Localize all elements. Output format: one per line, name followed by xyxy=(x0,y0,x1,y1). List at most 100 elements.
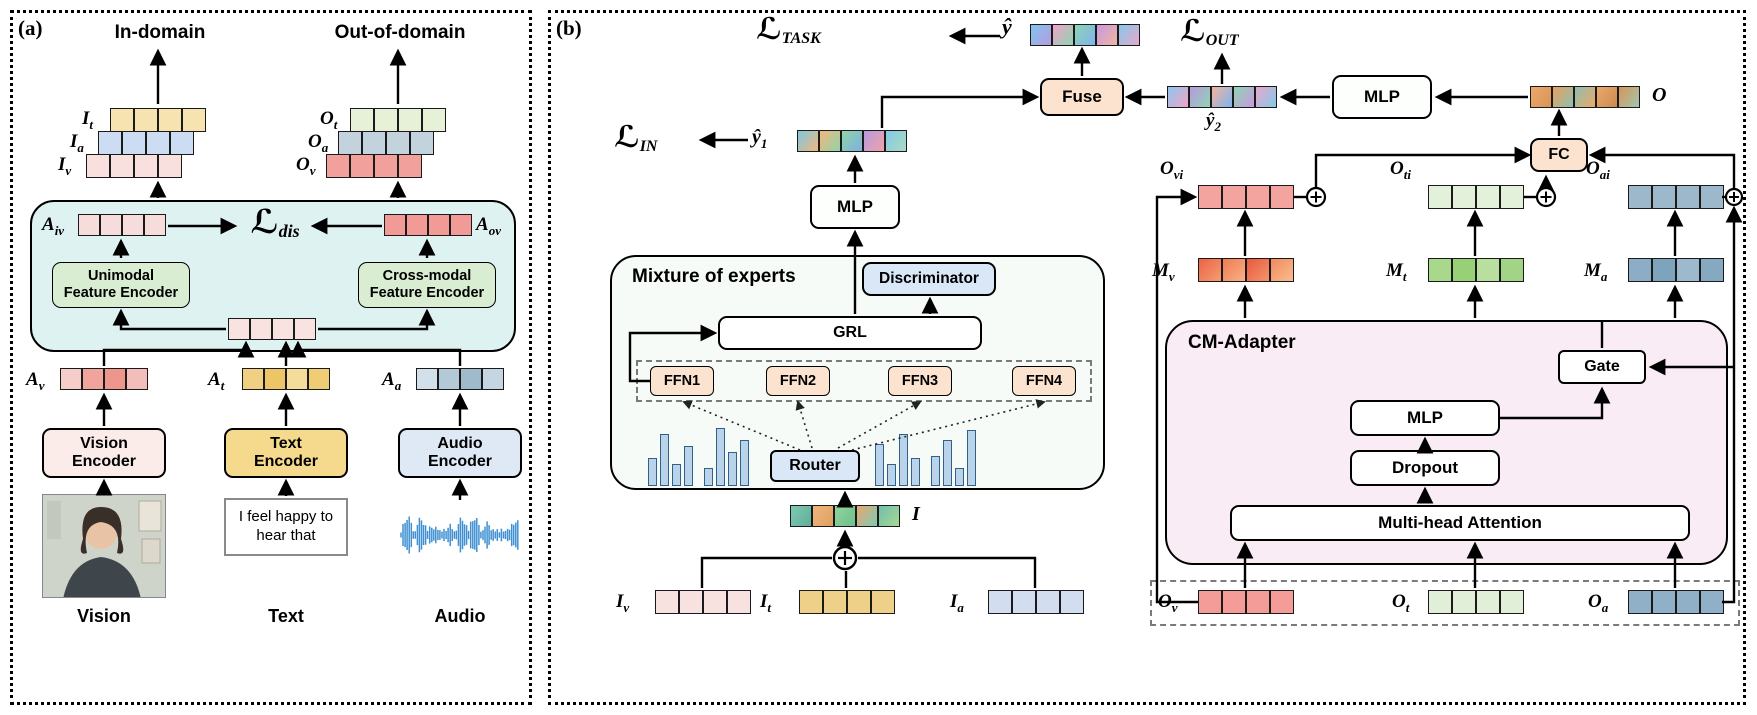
token-cell xyxy=(460,368,482,390)
discriminator-box: Discriminator xyxy=(862,262,996,296)
token-cell xyxy=(338,131,362,155)
token-cell xyxy=(655,590,679,614)
token-row-Ia xyxy=(98,131,194,155)
token-cell xyxy=(1118,24,1140,46)
ffn4-box: FFN4 xyxy=(1012,366,1076,396)
token-cell xyxy=(1452,590,1476,614)
unimodal-line1: Unimodal xyxy=(87,268,155,285)
panel-a-tag: (a) xyxy=(18,16,43,40)
token-cell xyxy=(1233,86,1255,108)
yhat1-label: ŷ1 xyxy=(752,126,768,151)
token-cell xyxy=(1246,185,1270,209)
row-label-Ot-b: Ot xyxy=(1392,591,1410,615)
audio-encoder-line1: Audio xyxy=(437,434,483,452)
ffn1-label: FFN1 xyxy=(663,372,701,389)
token-cell xyxy=(1500,258,1524,282)
row-label-Aov: Aov xyxy=(476,214,501,238)
token-row-Iv-b xyxy=(655,590,751,614)
token-cell xyxy=(1222,185,1246,209)
histogram-bar xyxy=(931,456,940,486)
row-label-Oti: Oti xyxy=(1390,158,1411,182)
audio-waveform-art xyxy=(400,516,519,554)
histogram-bar xyxy=(648,458,657,486)
token-cell xyxy=(1500,185,1524,209)
token-cell xyxy=(350,154,374,178)
router-label: Router xyxy=(789,456,841,474)
token-cell xyxy=(1012,590,1036,614)
token-cell xyxy=(812,505,834,527)
token-cell xyxy=(104,368,126,390)
audio-encoder-line2: Encoder xyxy=(427,453,492,470)
text-sample-box: I feel happy to hear that xyxy=(224,498,348,556)
yhat2-label: ŷ2 xyxy=(1206,110,1221,134)
histogram-1 xyxy=(648,420,693,486)
row-label-Ia: Ia xyxy=(70,131,84,155)
vision-sample-art xyxy=(43,495,165,597)
vision-encoder-line2: Encoder xyxy=(71,453,136,470)
token-row-Oa xyxy=(338,131,434,155)
row-label-Ot: Ot xyxy=(320,108,338,132)
token-cell xyxy=(834,505,856,527)
token-cell xyxy=(1030,24,1052,46)
histogram-bar xyxy=(911,458,920,486)
moe-title: Mixture of experts xyxy=(632,266,796,287)
token-cell xyxy=(170,131,194,155)
discriminator-label: Discriminator xyxy=(879,270,979,288)
token-row-Iv xyxy=(86,154,182,178)
token-cell xyxy=(1222,258,1246,282)
audio-encoder: Audio Encoder xyxy=(398,428,522,478)
token-cell xyxy=(272,318,294,340)
token-cell xyxy=(228,318,250,340)
token-cell xyxy=(1246,590,1270,614)
audio-label: Audio xyxy=(434,606,486,626)
histogram-bar xyxy=(716,428,725,486)
token-cell xyxy=(100,214,122,236)
token-cell xyxy=(799,590,823,614)
grl-label: GRL xyxy=(833,323,867,341)
token-cell xyxy=(1596,86,1618,108)
token-cell xyxy=(885,130,907,152)
mlp-top-label: MLP xyxy=(1364,87,1400,107)
token-cell xyxy=(1628,185,1652,209)
token-cell xyxy=(374,154,398,178)
token-row-Mv xyxy=(1198,258,1294,282)
token-cell xyxy=(1530,86,1552,108)
token-cell xyxy=(703,590,727,614)
token-row-yhat xyxy=(1030,24,1140,46)
token-cell xyxy=(1700,258,1724,282)
token-cell xyxy=(294,318,316,340)
ffn3-box: FFN3 xyxy=(888,366,952,396)
token-cell xyxy=(242,368,264,390)
token-cell xyxy=(797,130,819,152)
token-cell xyxy=(1270,590,1294,614)
cm-mlp-label: MLP xyxy=(1407,408,1443,428)
token-cell xyxy=(1198,590,1222,614)
token-cell xyxy=(1452,185,1476,209)
cm-mlp-box: MLP xyxy=(1350,400,1500,436)
token-cell xyxy=(146,131,170,155)
token-cell xyxy=(856,505,878,527)
token-cell xyxy=(422,108,446,132)
histogram-bar xyxy=(740,440,749,486)
token-row-It xyxy=(110,108,206,132)
unimodal-feature-encoder: Unimodal Feature Encoder xyxy=(52,262,190,308)
row-label-Ov: Ov xyxy=(296,154,316,178)
token-row-Ot xyxy=(350,108,446,132)
mlp-mid-label: MLP xyxy=(837,197,873,217)
mha-box: Multi-head Attention xyxy=(1230,505,1690,541)
bottom-inputs-outline xyxy=(1150,580,1740,626)
token-cell xyxy=(988,590,1012,614)
token-cell xyxy=(1060,590,1084,614)
token-cell xyxy=(406,214,428,236)
token-cell xyxy=(1428,185,1452,209)
token-cell xyxy=(1676,590,1700,614)
token-cell xyxy=(1476,185,1500,209)
grl-box: GRL xyxy=(718,316,982,350)
token-row-I xyxy=(790,505,900,527)
histogram-bar xyxy=(887,464,896,486)
token-row-Mt xyxy=(1428,258,1524,282)
token-cell xyxy=(60,368,82,390)
token-row-yhat1 xyxy=(797,130,907,152)
cm-adapter-title: CM-Adapter xyxy=(1188,332,1296,353)
histogram-bar xyxy=(943,440,952,486)
